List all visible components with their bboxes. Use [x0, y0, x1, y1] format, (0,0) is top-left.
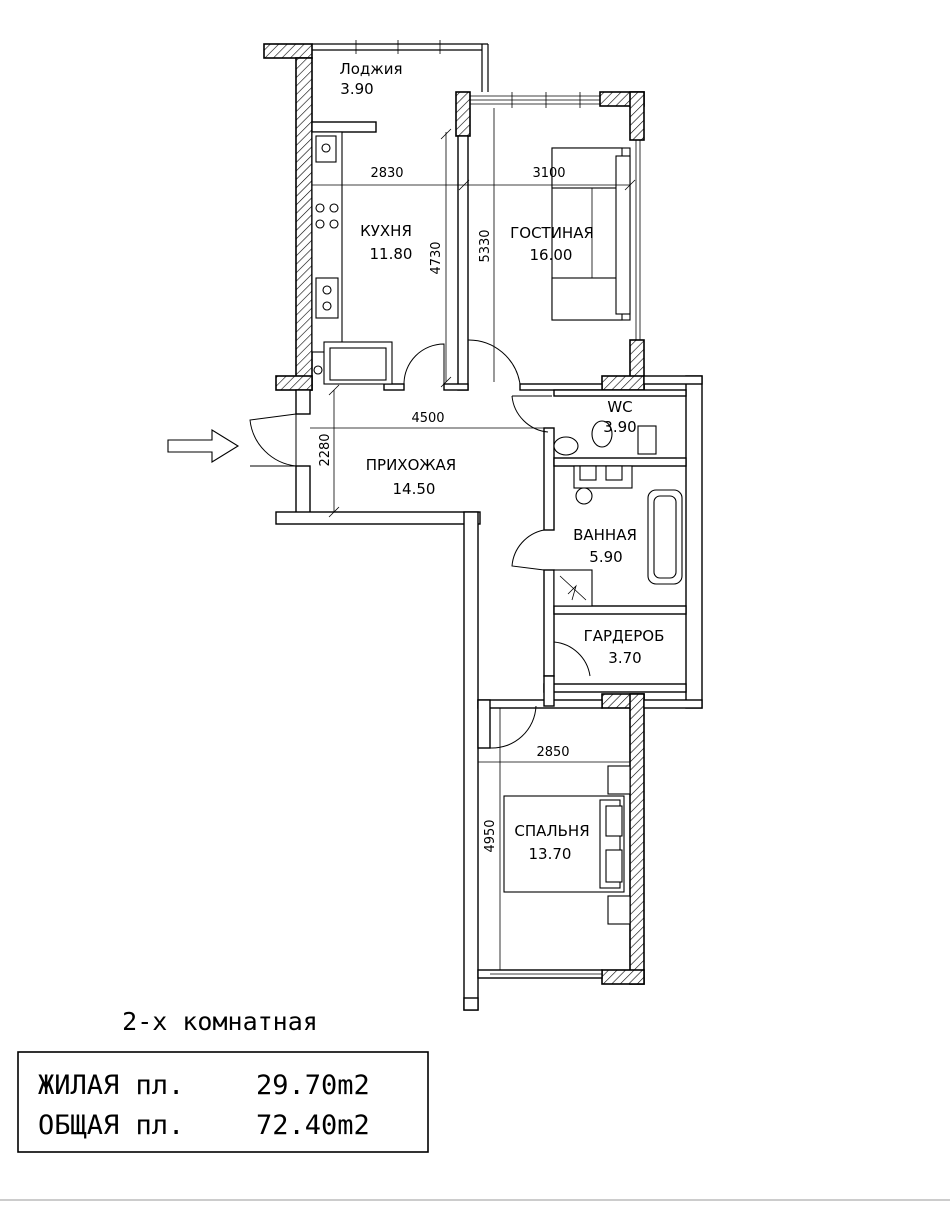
kitchen-name: КУХНЯ	[360, 222, 412, 240]
total-area-value: 72.40m2	[256, 1110, 370, 1141]
kitchen-area: 11.80	[370, 245, 413, 263]
dimension-lines	[310, 108, 636, 970]
living-area: 16.00	[530, 246, 573, 264]
kitchen-furniture	[311, 131, 393, 385]
loggia-name: Лоджия	[339, 60, 402, 78]
sofa-icon	[551, 147, 631, 321]
dim-kitchen-width: 2830	[370, 166, 403, 181]
loggia-area: 3.90	[340, 80, 373, 98]
bedroom-name: СПАЛЬНЯ	[514, 822, 589, 840]
bed-icon	[503, 765, 631, 925]
wc-name: WC	[607, 398, 632, 416]
entrance-arrow-icon	[167, 429, 240, 463]
dim-living-depth: 5330	[478, 229, 493, 262]
dim-kitchen-depth: 4730	[429, 241, 444, 274]
living-area-value: 29.70m2	[256, 1070, 370, 1101]
living-area-label: ЖИЛАЯ пл.	[38, 1070, 184, 1101]
bath-area: 5.90	[589, 548, 622, 566]
sink-icon	[315, 277, 339, 319]
stove-icon	[315, 203, 339, 229]
dim-bedroom-width: 2850	[536, 745, 569, 760]
plan-title: 2-х комнатная	[122, 1007, 318, 1036]
bath-name: ВАННАЯ	[573, 526, 637, 544]
total-area-label: ОБЩАЯ пл.	[38, 1110, 184, 1141]
dim-living-width: 3100	[532, 166, 565, 181]
hall-area: 14.50	[393, 480, 436, 498]
doors	[249, 339, 591, 749]
wc-area: 3.90	[603, 418, 636, 436]
wardrobe-area: 3.70	[608, 649, 641, 667]
living-name: ГОСТИНАЯ	[510, 224, 594, 242]
wc-furniture	[553, 420, 657, 456]
dim-bedroom-depth: 4950	[483, 819, 498, 852]
loggia-window-ticks	[355, 40, 581, 108]
hall-name: ПРИХОЖАЯ	[366, 456, 456, 474]
bedroom-area: 13.70	[529, 845, 572, 863]
dim-hall-depth: 2280	[318, 433, 333, 466]
dim-hall-width: 4500	[411, 411, 444, 426]
area-summary-box: ЖИЛАЯ пл. 29.70m2 ОБЩАЯ пл. 72.40m2	[17, 1051, 429, 1153]
wardrobe-name: ГАРДЕРОБ	[584, 627, 665, 645]
windows	[355, 40, 641, 979]
bath-furniture	[553, 465, 683, 607]
